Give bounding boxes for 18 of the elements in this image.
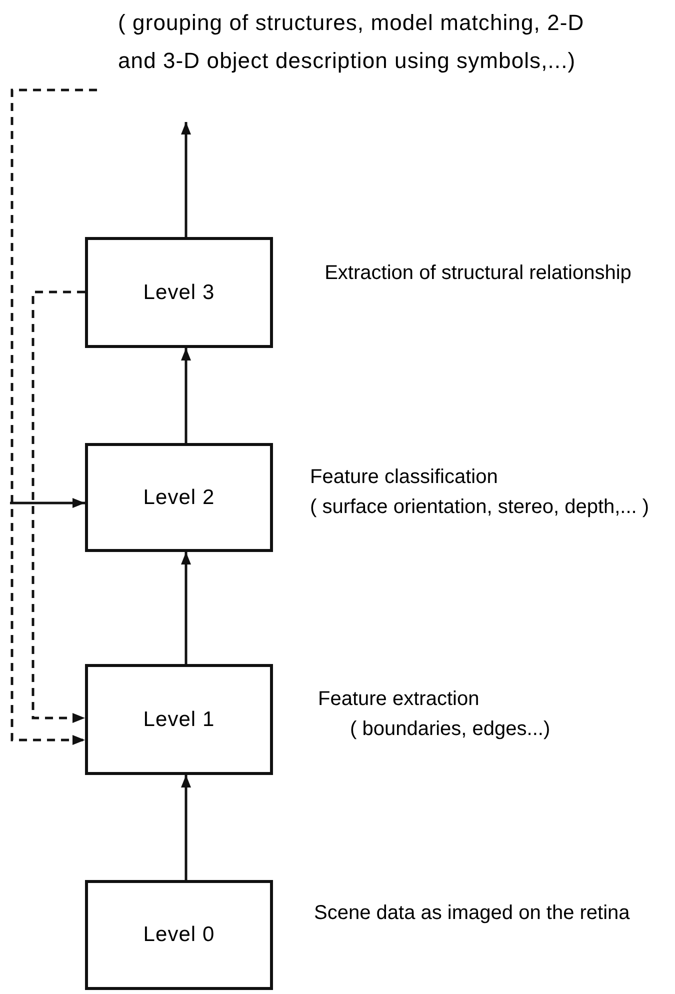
description-text: Extraction of structural relationship	[324, 261, 632, 286]
arrow	[181, 348, 191, 443]
arrow	[181, 775, 191, 880]
output-text: ( grouping of structures, model matching, 2-D and 3-D object description using symbols,...)	[118, 4, 588, 122]
description-text: ( boundaries, edges...)	[349, 717, 552, 742]
level-box: Level 3	[85, 237, 273, 348]
level-box: Level 1	[85, 664, 273, 775]
arrow	[181, 552, 191, 664]
dashed-arrow	[10, 88, 97, 745]
description-text: Feature classification	[310, 465, 499, 490]
level-box: Level 0	[85, 880, 273, 990]
description-text: Feature extraction	[318, 687, 480, 712]
arrow	[181, 122, 191, 237]
description-text: ( surface orientation, stereo, depth,... )	[310, 495, 650, 520]
level-box: Level 2	[85, 443, 273, 552]
description-text: Scene data as imaged on the retina	[314, 901, 631, 926]
arrow	[10, 498, 85, 508]
dashed-arrow	[32, 290, 85, 723]
